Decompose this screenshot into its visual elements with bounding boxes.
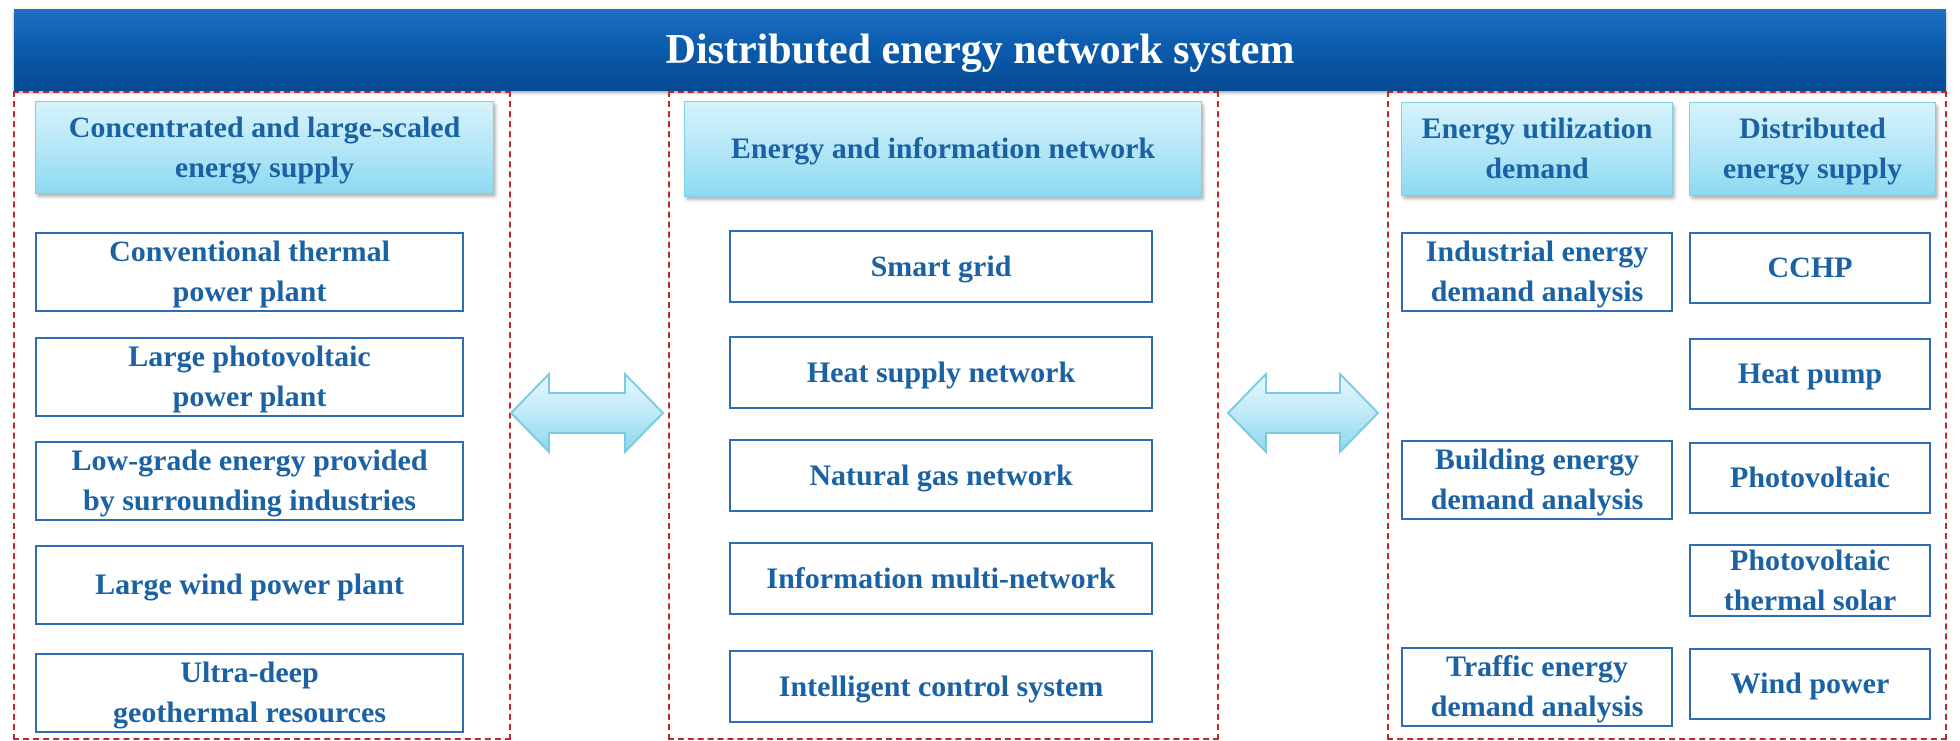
left-header: Concentrated and large-scaled energy sup… [35,101,494,194]
center-item-intelligent-control: Intelligent control system [729,650,1153,723]
center-header: Energy and information network [684,101,1202,197]
center-item-information-multinetwork: Information multi-network [729,542,1153,615]
left-item-conventional-thermal: Conventional thermal power plant [35,232,464,312]
left-panel [13,91,511,740]
center-item-heat-supply: Heat supply network [729,336,1153,409]
demand-item-building: Building energy demand analysis [1401,440,1673,520]
demand-item-industrial: Industrial energy demand analysis [1401,232,1673,312]
center-panel [668,91,1219,740]
right-panel [1387,91,1947,740]
left-item-low-grade-energy: Low-grade energy provided by surrounding… [35,441,464,521]
center-item-natural-gas: Natural gas network [729,439,1153,512]
center-item-smart-grid: Smart grid [729,230,1153,303]
supply-item-wind-power: Wind power [1689,648,1931,720]
diagram-title: Distributed energy network system [14,9,1946,91]
double-arrow-icon [1226,372,1380,454]
supply-item-heat-pump: Heat pump [1689,338,1931,410]
supply-item-photovoltaic-thermal: Photovoltaic thermal solar [1689,544,1931,617]
demand-item-traffic: Traffic energy demand analysis [1401,647,1673,727]
supply-header: Distributed energy supply [1689,102,1936,196]
supply-item-cchp: CCHP [1689,232,1931,304]
demand-header: Energy utilization demand [1401,102,1673,196]
left-item-large-photovoltaic: Large photovoltaic power plant [35,337,464,417]
left-item-ultra-deep-geothermal: Ultra-deep geothermal resources [35,653,464,733]
left-item-large-wind: Large wind power plant [35,545,464,625]
supply-item-photovoltaic: Photovoltaic [1689,442,1931,514]
double-arrow-icon [509,372,665,454]
